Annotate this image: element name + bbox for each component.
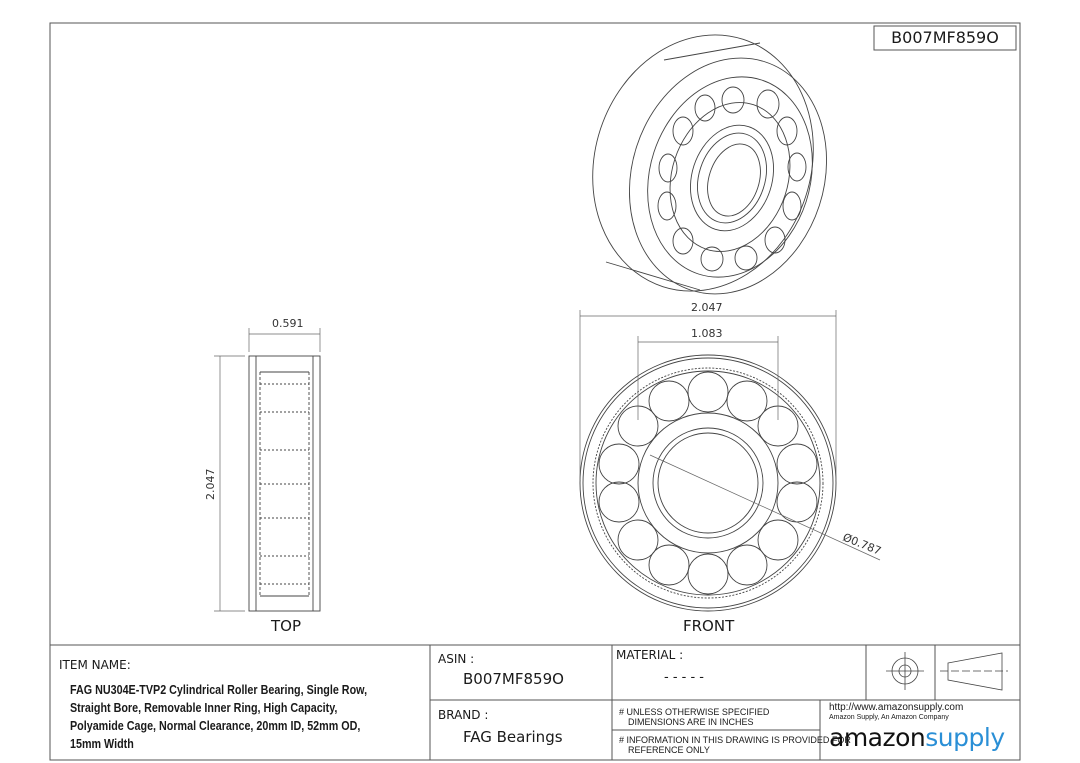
material-value: - - - - - bbox=[664, 670, 704, 685]
company-url: http://www.amazonsupply.com bbox=[829, 702, 964, 713]
note-units-line2: DIMENSIONS ARE IN INCHES bbox=[628, 717, 754, 727]
note-units-line1: # UNLESS OTHERWISE SPECIFIED bbox=[619, 707, 770, 717]
logo-amazon-text: amazon bbox=[829, 723, 926, 752]
asin-top-box bbox=[873, 25, 1017, 51]
brand-value: FAG Bearings bbox=[463, 728, 563, 746]
projection-symbol-icon bbox=[886, 652, 1008, 691]
asin-value: B007MF859O bbox=[463, 670, 564, 688]
dim-top-width: 0.591 bbox=[272, 317, 304, 330]
note-reference-line2: REFERENCE ONLY bbox=[628, 745, 710, 755]
note-reference-line1: # INFORMATION IN THIS DRAWING IS PROVIDE… bbox=[619, 735, 851, 745]
brand-label: BRAND : bbox=[438, 708, 489, 722]
amazonsupply-logo: amazonsupply bbox=[829, 723, 1005, 752]
company-name: Amazon Supply, An Amazon Company bbox=[829, 714, 949, 721]
top-view bbox=[248, 355, 321, 612]
dim-front-bore: Ø0.787 bbox=[841, 531, 883, 558]
dim-front-cage: 1.083 bbox=[691, 327, 723, 340]
logo-supply-text: supply bbox=[925, 723, 1005, 752]
isometric-view bbox=[592, 34, 827, 295]
top-view-label: TOP bbox=[271, 617, 302, 635]
sheet-border bbox=[49, 22, 1021, 761]
dim-top-height: 2.047 bbox=[204, 469, 217, 501]
front-view-label: FRONT bbox=[683, 617, 735, 635]
item-name-value: FAG NU304E-TVP2 Cylindrical Roller Beari… bbox=[70, 683, 368, 751]
asin-top-label: B007MF859O bbox=[891, 28, 999, 47]
asin-label: ASIN : bbox=[438, 652, 475, 666]
material-label: MATERIAL : bbox=[616, 648, 684, 662]
front-view bbox=[579, 354, 837, 612]
item-name-label: ITEM NAME: bbox=[59, 658, 131, 672]
dim-front-od: 2.047 bbox=[691, 301, 723, 314]
